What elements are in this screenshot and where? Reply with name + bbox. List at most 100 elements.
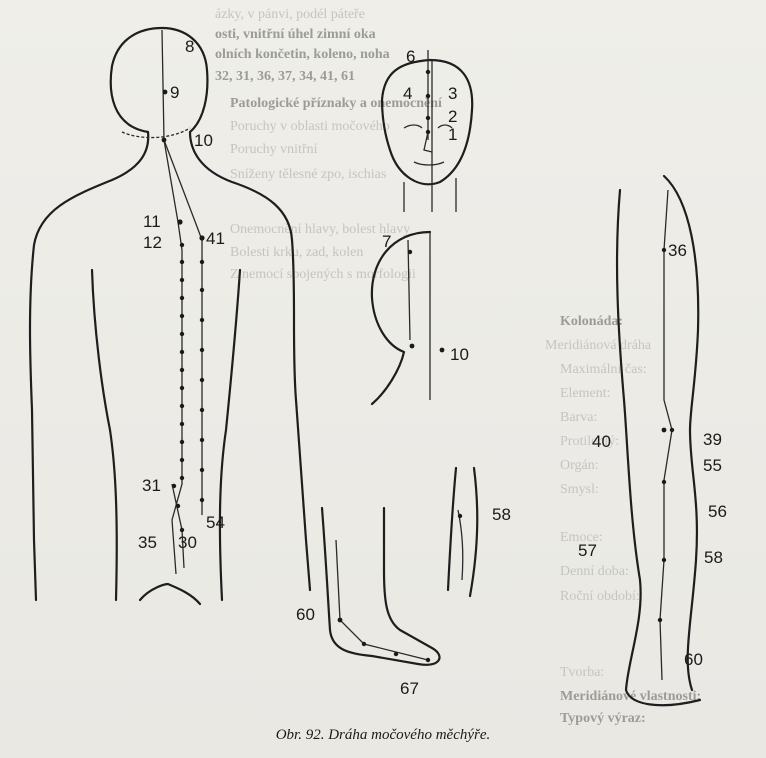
point-dot [180,440,184,444]
point-label: 6 [406,47,415,66]
point-label: 56 [708,502,727,521]
point-label: 39 [703,430,722,449]
point-dot [200,348,204,352]
point-label: 10 [450,345,469,364]
point-dot [163,90,168,95]
point-dot [440,348,445,353]
back-left-outline [30,132,148,600]
point-dot [180,296,184,300]
point-label: 30 [178,533,197,552]
bg-line: olních končetin, koleno, noha [215,47,390,62]
point-dot [458,514,462,518]
point-dot [426,130,430,134]
point-label: 41 [206,229,225,248]
bg-line: Meridiánová dráha [545,338,652,353]
point-dot [200,318,204,322]
meridian-center-line [162,30,164,140]
point-label: 12 [143,233,162,252]
point-dot [177,219,182,224]
point-dot [662,428,667,433]
back-body-outline [111,28,310,590]
back-left-inner-arm [92,270,117,600]
point-dot [338,618,343,623]
point-label: 10 [194,131,213,150]
bg-line: Roční období: [560,589,640,604]
bg-line: Barva: [560,410,597,425]
bg-line: Maximální čas: [560,362,647,377]
point-dot [670,428,674,432]
bg-line: Poruchy v oblasti močového [230,119,390,134]
point-label: 35 [138,533,157,552]
point-dot [200,288,204,292]
bg-line: Typový výraz: [560,711,646,726]
point-dot [180,332,184,336]
head-front-mouth [414,162,444,165]
head-front-eye-left [404,125,422,128]
point-dot [410,344,415,349]
point-dot [662,558,666,562]
point-dot [200,468,204,472]
point-label: 57 [578,541,597,560]
point-dot [200,260,204,264]
point-dot [180,404,184,408]
point-dot [200,408,204,412]
back-right-inner-arm [220,270,240,600]
bg-line: Z nemocí spojených s morfologii [230,267,416,282]
point-label: 60 [684,650,703,669]
bg-line: Orgán: [560,458,599,473]
point-dot [426,658,430,662]
back-view-figure: 8 9 10 11 12 41 31 35 30 54 [30,28,310,604]
point-label: 1 [448,125,457,144]
point-dot [180,350,184,354]
point-dot [200,378,204,382]
leg-figure: 36 40 39 55 56 57 58 60 [578,176,727,705]
bg-line: Poruchy vnitřní [230,142,318,157]
point-label: 31 [142,476,161,495]
point-dot [394,652,398,656]
point-dot [180,260,184,264]
buttocks-line [140,584,200,604]
bg-line: Kolonáda: [560,314,623,329]
point-dot [180,243,184,247]
head-back-figure: 7 10 [372,232,469,404]
point-label: 7 [382,232,391,251]
point-label: 36 [668,241,687,260]
point-dot [426,116,430,120]
point-label: 58 [492,505,511,524]
bg-line: osti, vnitřní úhel zimní oka [215,27,376,42]
point-dot [426,70,430,74]
bg-line: Denní doba: [560,564,629,579]
point-dot [199,235,204,240]
point-dot [426,94,430,98]
point-dot [200,438,204,442]
bg-line: ázky, v pánvi, podél páteře [215,7,365,22]
point-dot [180,422,184,426]
point-dot [180,314,184,318]
point-dot [172,484,176,488]
point-dot [658,618,662,622]
calf-meridian [458,510,463,580]
point-label: 55 [703,456,722,475]
point-label: 40 [592,432,611,451]
point-label: 67 [400,679,419,698]
head-front-figure: 6 4 3 2 1 [382,47,472,212]
bg-line: Sníženy tělesné zpo, ischias [230,167,386,182]
point-label: 3 [448,84,457,103]
point-label: 8 [185,37,194,56]
head-front-neck [404,178,456,212]
point-dot [362,642,366,646]
background-text-layer: ázky, v pánvi, podél páteře osti, vnitřn… [215,7,701,726]
point-dot [662,248,666,252]
point-label: 9 [170,83,179,102]
point-dot [180,458,184,462]
bg-line: 32, 31, 36, 37, 34, 41, 61 [215,69,355,84]
point-dot [180,476,184,480]
point-dot [180,528,184,532]
leg-outline-left [617,190,700,705]
neck-arc [122,128,190,138]
bg-line: Element: [560,386,611,401]
point-dot [408,250,412,254]
head-back-meridian [408,240,410,340]
point-label: 11 [143,212,161,231]
